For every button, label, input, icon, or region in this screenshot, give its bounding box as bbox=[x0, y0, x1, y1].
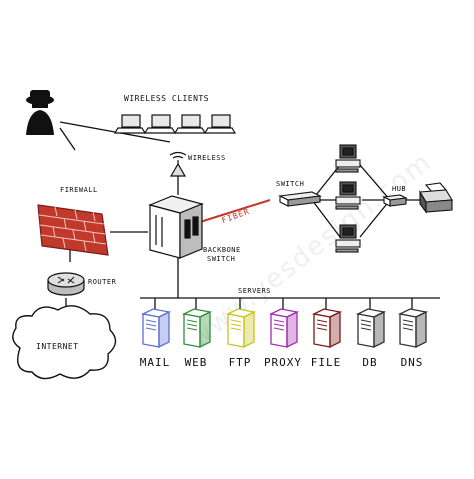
server-proxy-icon bbox=[268, 308, 300, 349]
desktop-pc-icon bbox=[335, 144, 361, 173]
wireless-antenna-icon bbox=[169, 151, 187, 177]
server-label: WEB bbox=[185, 356, 208, 369]
server-dns-icon bbox=[397, 308, 429, 349]
switch-label: SWITCH bbox=[276, 180, 305, 188]
wireless-client-laptops bbox=[113, 114, 237, 134]
laptop-icon bbox=[173, 114, 207, 134]
switch-icon bbox=[278, 191, 322, 207]
servers-label: SERVERS bbox=[238, 287, 272, 295]
firewall-label: FIREWALL bbox=[60, 186, 98, 194]
server-label: DNS bbox=[401, 356, 424, 369]
desktop-pc-icon bbox=[335, 181, 361, 210]
server-db-icon bbox=[355, 308, 387, 349]
server-label: FTP bbox=[229, 356, 252, 369]
server-mail-icon bbox=[140, 308, 172, 349]
servers-group: MAIL WEB FTP PROXY FILE DB DNS bbox=[140, 308, 429, 369]
desktop-pcs bbox=[335, 144, 361, 253]
printer-icon bbox=[419, 182, 453, 214]
backbone-switch-label: SWITCH bbox=[207, 255, 236, 263]
server-label: FILE bbox=[311, 356, 342, 369]
desktop-pc-icon bbox=[335, 224, 361, 253]
fiber-label: FIBER bbox=[221, 207, 251, 225]
wireless-clients-label: WIRELESS CLIENTS bbox=[124, 94, 210, 103]
server-file-icon bbox=[311, 308, 343, 349]
laptop-icon bbox=[203, 114, 237, 134]
server-label: PROXY bbox=[264, 356, 302, 369]
hub-label: HUB bbox=[392, 185, 407, 193]
wireless-label: WIRELESS bbox=[188, 154, 226, 162]
server-ftp-icon bbox=[225, 308, 257, 349]
internet-label: INTERNET bbox=[36, 342, 79, 351]
hub-icon bbox=[382, 194, 408, 207]
backbone-label: BACKBONE bbox=[203, 246, 241, 254]
backbone-switch-icon bbox=[148, 195, 204, 259]
firewall-icon bbox=[37, 204, 109, 256]
internet-cloud-icon bbox=[12, 305, 117, 380]
router-icon bbox=[47, 272, 85, 296]
server-web-icon bbox=[181, 308, 213, 349]
laptop-icon bbox=[143, 114, 177, 134]
router-label: ROUTER bbox=[88, 278, 117, 286]
server-label: MAIL bbox=[140, 356, 171, 369]
hacker-icon bbox=[26, 90, 54, 135]
server-label: DB bbox=[362, 356, 377, 369]
laptop-icon bbox=[113, 114, 147, 134]
fiber-link bbox=[199, 199, 271, 223]
